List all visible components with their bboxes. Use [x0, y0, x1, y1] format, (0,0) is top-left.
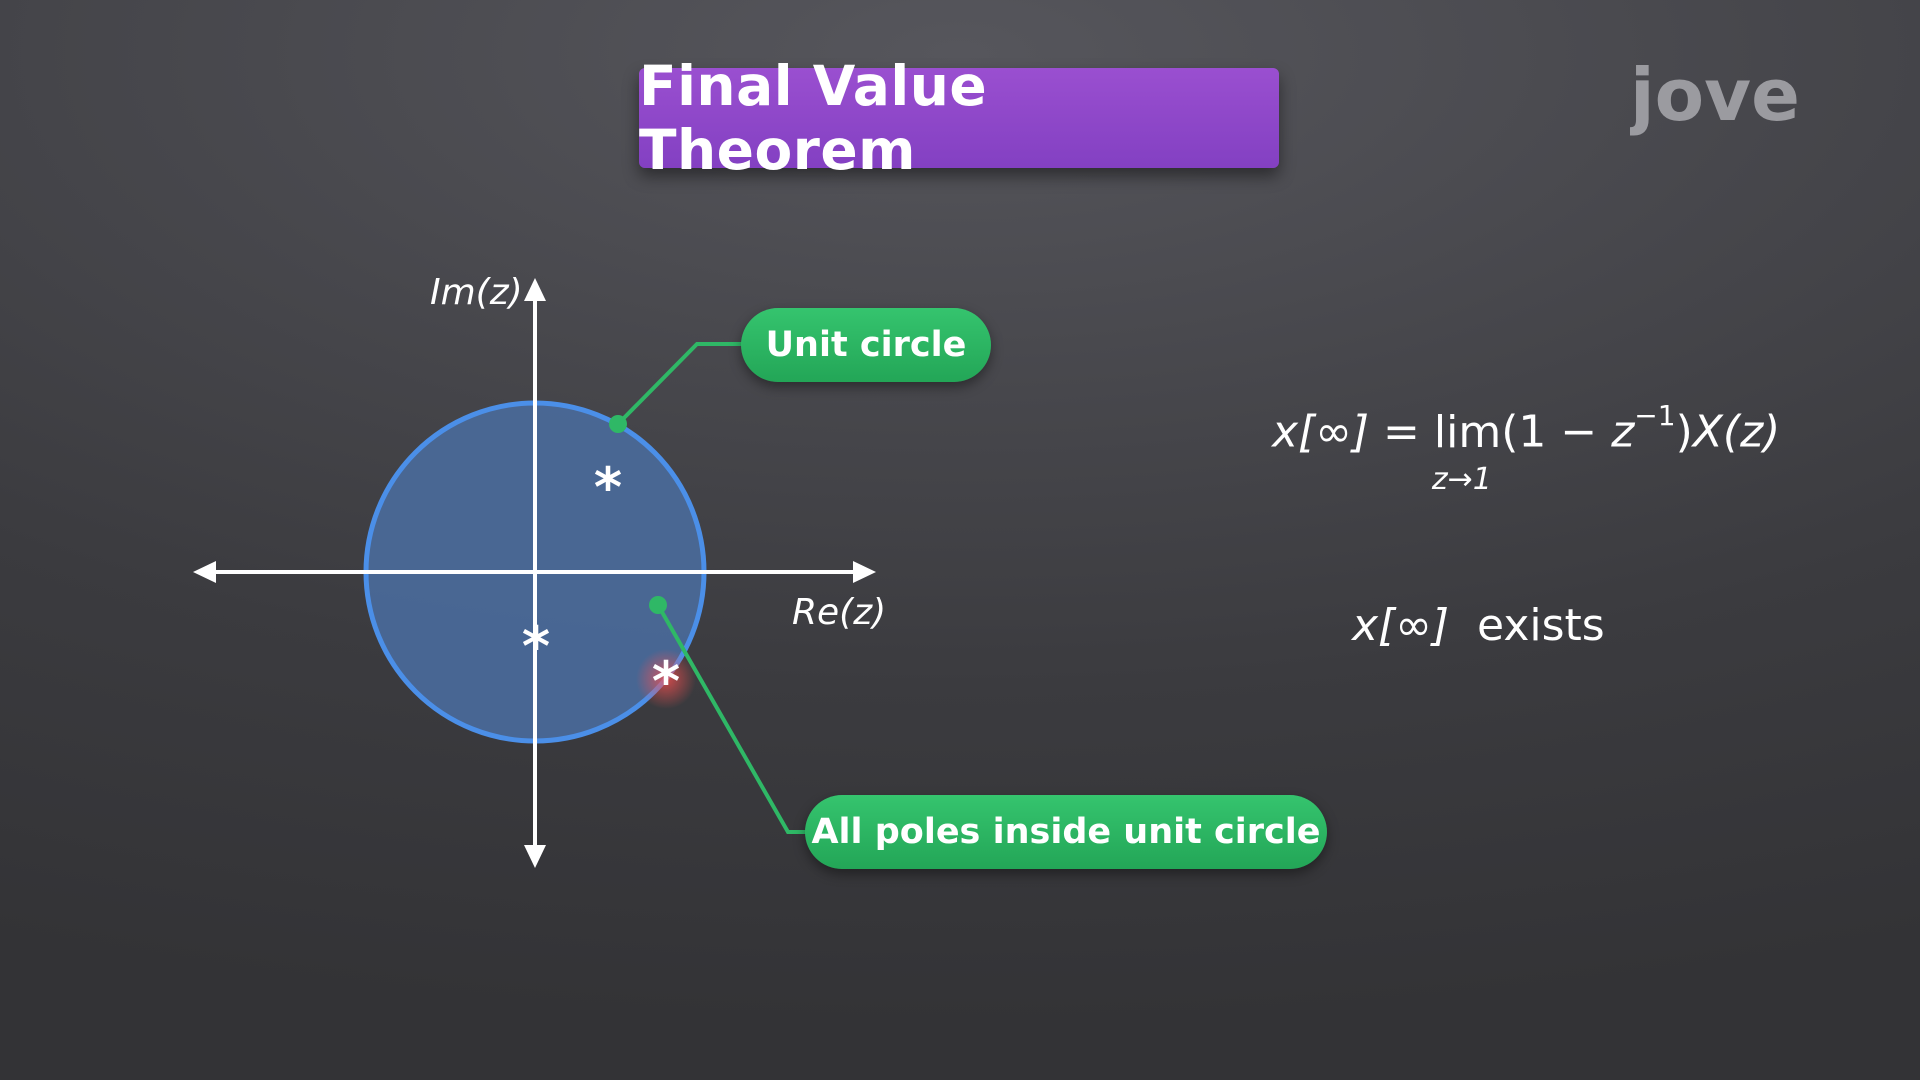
- unit-circle-label: Unit circle: [741, 308, 991, 382]
- logo-text: jove: [1630, 53, 1800, 137]
- real-axis-left-arrow: [193, 561, 216, 583]
- formula-equals: =: [1369, 406, 1434, 458]
- formula-limit-subscript: z→1: [1431, 461, 1492, 497]
- poles-callout-line: [656, 604, 808, 834]
- imaginary-axis-down-arrow: [524, 845, 546, 868]
- imaginary-axis-label: Im(z): [430, 272, 523, 313]
- imaginary-axis-up-arrow: [524, 278, 546, 301]
- formula-exponent: −1: [1634, 399, 1676, 432]
- real-axis-label: Re(z): [792, 592, 887, 633]
- formula-close: ): [1675, 406, 1693, 458]
- unit-circle-callout-dot: [609, 415, 627, 433]
- formula-lhs: x[∞]: [1272, 406, 1370, 458]
- formula-open: (1 −: [1501, 406, 1612, 458]
- exists-word: exists: [1477, 600, 1605, 651]
- pole-marker: *: [522, 615, 550, 678]
- poles-inside-label: All poles inside unit circle: [805, 795, 1327, 869]
- formula-lim: lim: [1433, 406, 1502, 458]
- highlighted-pole-glow: [636, 649, 696, 709]
- formula-z: z: [1611, 406, 1635, 458]
- highlighted-pole-marker: *: [652, 650, 680, 713]
- real-axis-right-arrow: [853, 561, 876, 583]
- poles-callout-dot: [649, 596, 667, 614]
- formula-X: X: [1692, 406, 1723, 458]
- jove-logo-icon: jove: [1630, 53, 1800, 137]
- exists-statement: x[∞] exists: [1352, 600, 1605, 651]
- unit-circle-callout-line: [616, 342, 745, 426]
- pole-marker: *: [594, 456, 622, 519]
- exists-variable: x[∞]: [1352, 600, 1450, 651]
- formula-arg: (z): [1722, 406, 1781, 458]
